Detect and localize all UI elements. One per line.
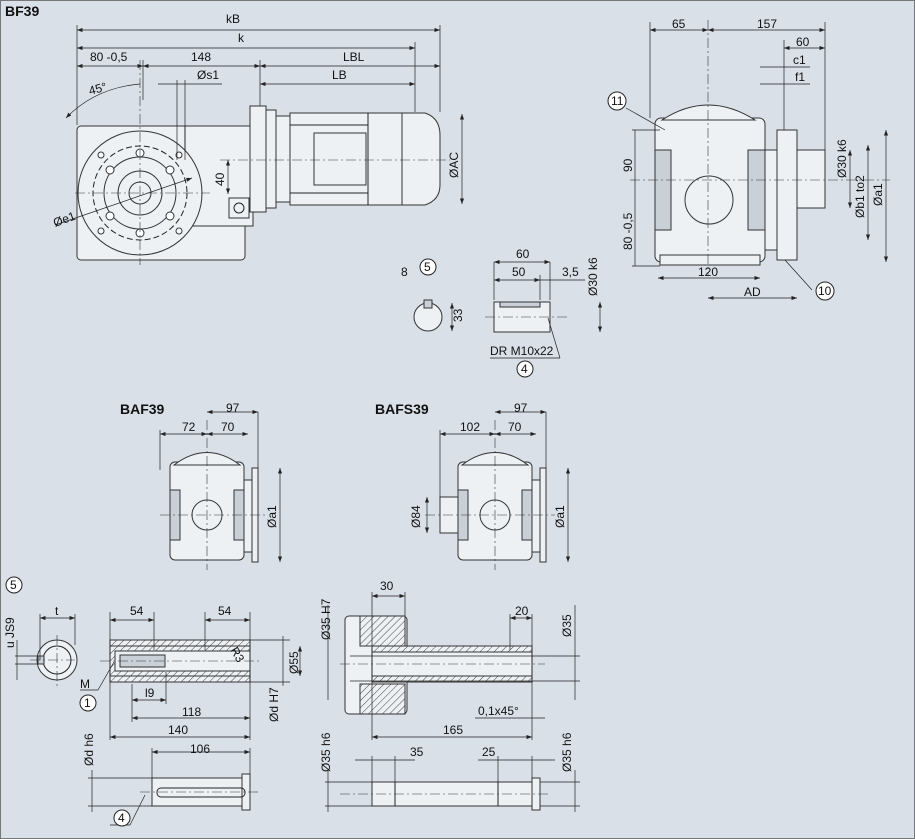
dim-84: Ø84 — [409, 505, 423, 528]
label-M: M — [80, 677, 90, 691]
dim-shaft-k6-detail: Ø30 k6 — [586, 257, 600, 296]
dim-40: 40 — [213, 172, 227, 186]
dim-80-side: 80 -0,5 — [621, 212, 635, 250]
callout-4: 4 — [521, 362, 528, 376]
dim-50: 50 — [512, 265, 526, 279]
dim-35-h6-left: Ø35 h6 — [319, 732, 333, 772]
shrink-disc-detail: Ø35 H7 30 20 Ø35 0,1x45° 165 Ø35 h6 35 2… — [319, 579, 580, 812]
dim-90: 90 — [621, 158, 635, 172]
dim-c1: c1 — [793, 53, 806, 67]
dim-60-key: 60 — [516, 247, 530, 261]
dim-LBL: LBL — [343, 50, 365, 64]
dim-20: 20 — [515, 604, 529, 618]
dim-u: u JS9 — [3, 617, 17, 648]
dim-kB: kB — [226, 12, 240, 26]
callout-4-bottom: 4 — [118, 811, 125, 825]
dim-30: 30 — [380, 579, 394, 593]
dim-97-bafs: 97 — [514, 401, 528, 415]
dim-chamfer: 0,1x45° — [478, 704, 519, 718]
bafs39-view: BAFS39 97 102 70 Ø84 Øa1 — [375, 401, 571, 570]
view-title-baf39: BAF39 — [120, 401, 165, 417]
dim-e1: Øe1 — [51, 209, 77, 230]
dim-140: 140 — [168, 723, 188, 737]
dim-3-5: 3,5 — [562, 265, 579, 279]
dim-a1-bafs: Øa1 — [553, 505, 567, 528]
dim-54-right: 54 — [218, 604, 232, 618]
dim-33: 33 — [451, 308, 465, 322]
callout-11: 11 — [611, 94, 624, 108]
dim-a1: Øa1 — [871, 183, 885, 206]
dim-f1: f1 — [795, 70, 805, 84]
dim-d-H7: Ød H7 — [267, 687, 281, 722]
dim-25: 25 — [482, 745, 496, 759]
dim-80: 80 -0,5 — [90, 50, 128, 64]
dim-35-h6-right: Ø35 h6 — [560, 732, 574, 772]
dim-35-length: 35 — [410, 745, 424, 759]
dim-s1: Øs1 — [197, 68, 219, 82]
dim-118: 118 — [182, 705, 201, 719]
dim-b1: Øb1 to2 — [853, 175, 867, 218]
dim-65: 65 — [672, 17, 686, 31]
dim-t: t — [55, 604, 59, 618]
callout-10: 10 — [818, 284, 832, 298]
dim-106: 106 — [190, 742, 210, 756]
dim-148: 148 — [191, 50, 211, 64]
dim-LB: LB — [332, 68, 347, 82]
dim-97: 97 — [226, 401, 240, 415]
dim-a1-baf: Øa1 — [265, 505, 279, 528]
dim-35-H7: Ø35 H7 — [319, 598, 333, 640]
baf39-view: BAF39 97 72 70 Øa1 — [120, 401, 283, 570]
dim-165: 165 — [443, 723, 463, 737]
dim-120: 120 — [698, 265, 718, 279]
dim-54-left: 54 — [130, 604, 144, 618]
dim-AD: AD — [744, 285, 761, 299]
callout-5-bottom: 5 — [10, 578, 17, 592]
dim-d-h6: Ød h6 — [82, 733, 96, 766]
dim-35: Ø35 — [560, 614, 574, 637]
dim-l9: l9 — [145, 686, 155, 700]
hollow-shaft-detail: 5 t u JS9 54 54 R3 Ø — [3, 576, 303, 827]
dim-R3: R3 — [227, 645, 247, 666]
dim-angle: 45° — [87, 80, 108, 98]
view-title-bafs39: BAFS39 — [375, 401, 429, 417]
dim-102: 102 — [460, 420, 480, 434]
dim-8: 8 — [401, 265, 408, 279]
shaft-end-detail: 5 8 33 60 50 3,5 Ø30 k6 DR M10x22 4 — [401, 247, 603, 378]
dim-157: 157 — [757, 17, 777, 31]
callout-1: 1 — [84, 696, 91, 710]
bf39-front-view: BF39 — [5, 3, 465, 265]
callout-5: 5 — [424, 260, 431, 274]
dim-70-bafs: 70 — [508, 420, 522, 434]
dim-shaft-k6: Ø30 k6 — [835, 139, 849, 178]
side-view: 65 157 60 c1 f1 11 90 80 -0,5 Ø30 k6 Øb1… — [607, 17, 890, 301]
dim-70: 70 — [221, 420, 235, 434]
dim-60: 60 — [796, 35, 810, 49]
dim-k: k — [238, 31, 245, 45]
dim-AC: ØAC — [447, 152, 461, 178]
view-title-bf39: BF39 — [5, 3, 39, 19]
dim-72: 72 — [182, 420, 196, 434]
dim-55: Ø55 — [287, 651, 301, 674]
thread-label: DR M10x22 — [490, 344, 554, 358]
